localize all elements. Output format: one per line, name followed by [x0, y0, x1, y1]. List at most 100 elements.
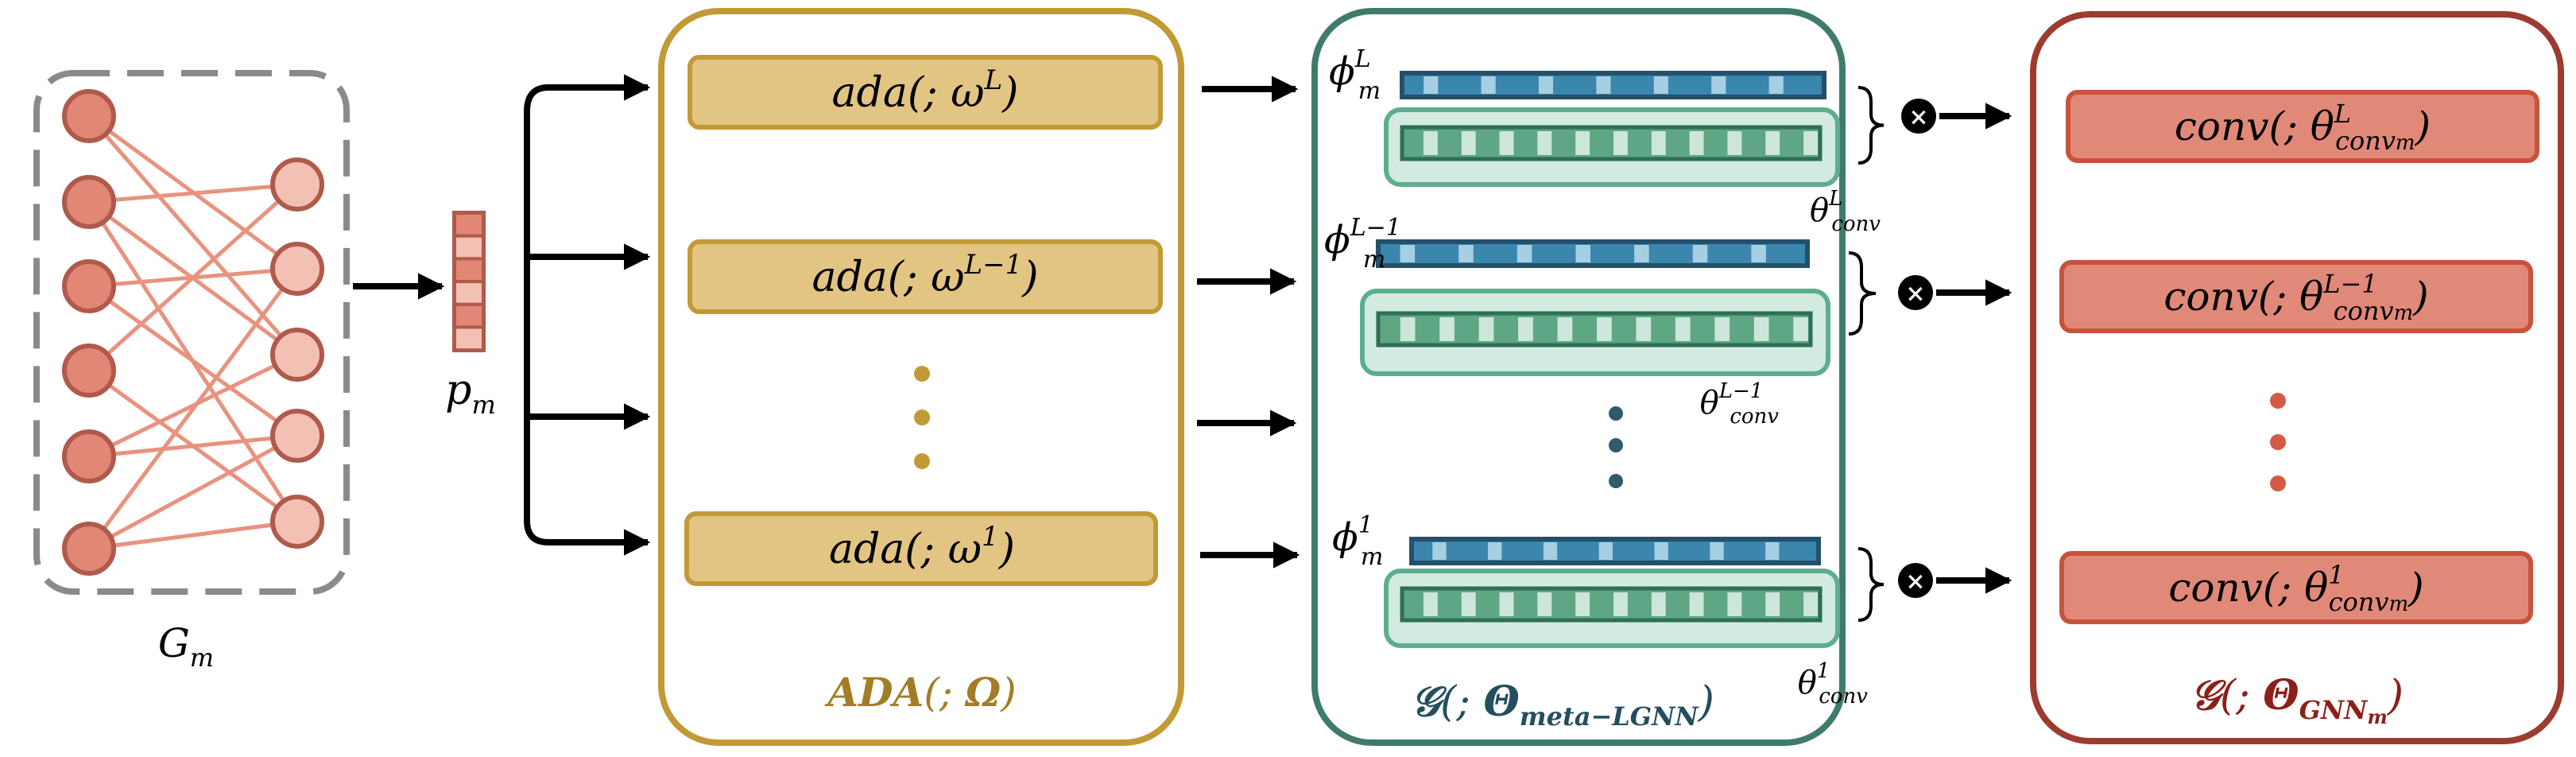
meta-title-mid: (; [1440, 678, 1483, 726]
theta-cell [1689, 592, 1704, 616]
graph-node-right [270, 328, 324, 382]
multiply-symbol: × [1905, 568, 1925, 596]
theta-sup: L [1828, 187, 1842, 211]
ada-block-L-1-pre: ada(; ω [812, 254, 964, 301]
ada-panel: ada(; ωL) ada(; ωL−1) ada(; ω1) ADA(; Ω) [658, 8, 1184, 746]
gnn-block-1 [2059, 551, 2533, 624]
graph-node-right [270, 495, 324, 549]
theta-cell [1537, 592, 1552, 616]
phi-cell [1519, 76, 1534, 94]
ada-title-bold-b: Ω [964, 669, 1001, 716]
multiply-symbol: × [1908, 103, 1928, 131]
gnn-block-1-sub-b: m [2388, 592, 2408, 616]
theta-cell [1765, 592, 1780, 616]
vector-cell [453, 280, 485, 306]
phi-cell [1768, 76, 1784, 94]
theta-cell [1803, 131, 1818, 155]
theta-sup: 1 [1817, 659, 1830, 683]
graph-edge [88, 433, 298, 459]
phi-cell [1765, 542, 1780, 560]
phi-main: ϕ [1329, 49, 1355, 94]
vector-label: pm [445, 367, 496, 420]
theta-cell [1556, 592, 1571, 616]
phi-cell [1439, 245, 1455, 262]
phi-cell [1400, 245, 1416, 262]
phi-cell [1802, 542, 1816, 560]
gnn-block-L-pre: conv(; θ [2175, 103, 2334, 149]
graph-label: Gm [158, 620, 214, 673]
ada-panel-border [658, 8, 1184, 746]
phi-cell [1481, 76, 1496, 94]
gnn-block-L-sup: L [2334, 99, 2351, 129]
phi-cell [1634, 76, 1649, 94]
theta-cell [1784, 131, 1799, 155]
graph-node-left [62, 522, 116, 576]
phi-cell [1543, 542, 1558, 560]
graph-edge [87, 183, 299, 372]
phi-main: ϕ [1324, 218, 1350, 262]
phi-sub: m [1358, 77, 1381, 105]
phi-cell [1596, 76, 1611, 94]
theta-cell [1636, 317, 1652, 341]
phi-cell [1790, 245, 1805, 262]
meta-title-sub: meta−LGNN [1520, 701, 1700, 732]
gnn-block-L-1-sub-a: conv [2334, 296, 2394, 326]
multiply-icon [1898, 563, 1933, 598]
graph-node-right [270, 242, 324, 296]
graph-node-left [62, 429, 116, 483]
theta-cell [1714, 317, 1730, 341]
gnn-block-L-post: ) [2415, 103, 2431, 149]
phi-cell [1784, 542, 1798, 560]
phi-cell [1746, 542, 1761, 560]
gnn-block-L-1-pre: conv(; θ [2163, 274, 2323, 320]
phi-cell [1710, 542, 1724, 560]
phi-cell [1672, 76, 1688, 94]
phi-cell [1381, 245, 1396, 262]
theta-cell [1793, 317, 1808, 341]
theta-cell [1695, 317, 1710, 341]
ada-block-1 [684, 511, 1158, 586]
phi-cell [1634, 245, 1649, 262]
theta-main: θ [1798, 665, 1817, 701]
graph-node-left [62, 89, 116, 143]
multiply-icon [1901, 99, 1936, 134]
theta-cell [1575, 131, 1590, 155]
meta-panel-border [1311, 8, 1846, 746]
meta-title-bold: Θ [1483, 677, 1519, 726]
phi-cell [1692, 245, 1708, 262]
ada-to-meta-arrows [1197, 76, 1300, 569]
theta-cell [1499, 131, 1514, 155]
phi-cell [1458, 245, 1474, 262]
theta-cell [1577, 317, 1592, 341]
graph-dashed-box [33, 70, 350, 595]
ada-block-1-pre: ada(; ω [829, 526, 982, 573]
theta-cell [1773, 317, 1789, 341]
phi-cell [1749, 76, 1764, 94]
theta-sup: L−1 [1718, 379, 1764, 403]
gnn-title-sub-a: GNN [2299, 695, 2369, 725]
theta-cell [1420, 317, 1435, 341]
graph-node-right [270, 157, 324, 212]
phi-sup: L [1354, 45, 1371, 73]
theta-cell [1404, 592, 1419, 616]
graph-node-left [62, 344, 116, 398]
theta-cell [1557, 317, 1573, 341]
theta-cell [1537, 317, 1553, 341]
theta-sub: conv [1831, 212, 1881, 236]
gnn-block-1-pre: conv(; θ [2168, 565, 2328, 611]
phi-cell [1451, 542, 1465, 560]
theta-cell [1461, 592, 1476, 616]
gnn-block-L-sub-a: conv [2335, 126, 2396, 156]
phi-cell [1614, 245, 1630, 262]
ada-block-L-1 [688, 239, 1163, 314]
phi-cell [1462, 76, 1477, 94]
theta-cell [1632, 592, 1647, 616]
phi-cell [1728, 542, 1742, 560]
theta-main: θ [1810, 192, 1829, 229]
theta-cell [1753, 317, 1769, 341]
gnn-title-mid: (; [2220, 672, 2263, 720]
